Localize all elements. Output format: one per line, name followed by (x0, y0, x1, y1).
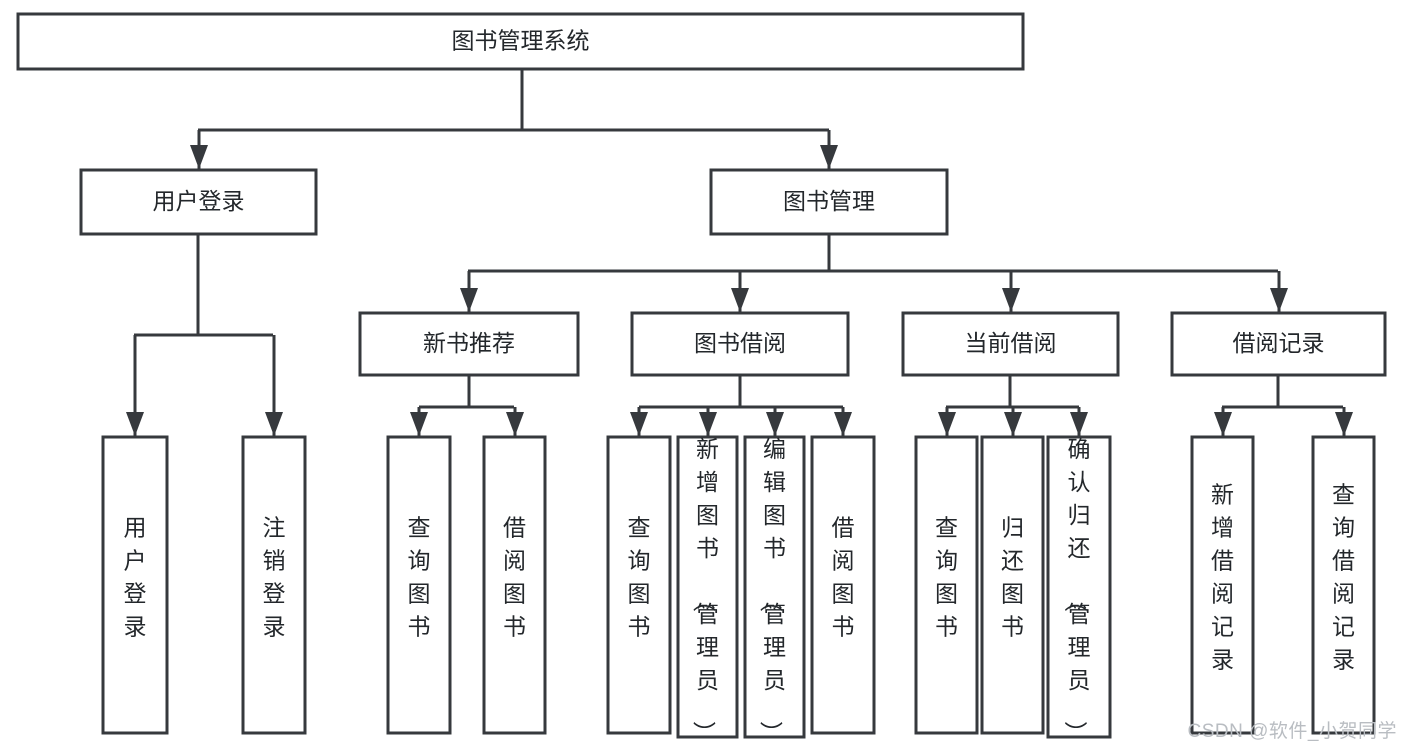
arrow-head-icon (630, 412, 648, 436)
node-label-leaf-edit-book: 编辑图书（管理员） (758, 436, 786, 744)
node-leaf-borrow-book-2[interactable]: 借阅图书 (810, 435, 876, 735)
arrow-head-icon (1004, 412, 1022, 436)
connector-bookmanage-to-level3 (460, 234, 1288, 312)
connector-recommend-to-leaves (410, 375, 524, 436)
node-box-leaf-query-book-1[interactable] (386, 435, 452, 735)
node-label-leaf-query-book-2: 查询图书 (628, 515, 651, 640)
node-borrow-record[interactable]: 借阅记录 (1170, 311, 1387, 377)
node-label-book-borrow: 图书借阅 (694, 330, 786, 356)
arrow-head-icon (126, 412, 144, 436)
connectors-layer (126, 69, 1353, 436)
connector-current-to-leaves (938, 375, 1088, 436)
node-label-root: 图书管理系统 (452, 28, 590, 54)
arrow-head-icon (190, 145, 208, 169)
node-box-leaf-logout[interactable] (241, 435, 307, 735)
node-box-leaf-borrow-book-2[interactable] (810, 435, 876, 735)
node-box-leaf-user-login[interactable] (101, 435, 169, 735)
node-leaf-return-book[interactable]: 归还图书 (980, 435, 1045, 735)
node-box-user-login[interactable] (79, 168, 318, 236)
arrow-head-icon (460, 288, 478, 312)
connector-borrow-to-leaves (630, 375, 852, 436)
arrow-head-icon (766, 412, 784, 436)
arrow-head-icon (1335, 412, 1353, 436)
node-user-login[interactable]: 用户登录 (79, 168, 318, 236)
node-label-leaf-borrow-book-2: 借阅图书 (832, 515, 855, 640)
node-leaf-borrow-book-1[interactable]: 借阅图书 (482, 435, 547, 735)
node-label-leaf-add-record: 新增借阅记录 (1211, 482, 1234, 673)
node-box-root[interactable] (16, 12, 1025, 71)
node-book-manage[interactable]: 图书管理 (709, 168, 949, 236)
node-box-leaf-borrow-book-1[interactable] (482, 435, 547, 735)
nodes-layer: 图书管理系统用户登录图书管理新书推荐图书借阅当前借阅借阅记录用户登录注销登录查询… (16, 12, 1387, 744)
node-leaf-query-book-3[interactable]: 查询图书 (914, 435, 979, 735)
node-label-leaf-confirm-return: 确认归还（管理员） (1063, 436, 1091, 744)
arrow-head-icon (1214, 412, 1232, 436)
arrow-head-icon (938, 412, 956, 436)
node-label-leaf-return-book: 归还图书 (1001, 515, 1024, 640)
node-leaf-confirm-return[interactable]: 确认归还（管理员） (1046, 435, 1112, 744)
connector-root-to-level2 (190, 69, 838, 169)
node-box-leaf-edit-book[interactable] (743, 435, 806, 739)
node-leaf-query-record[interactable]: 查询借阅记录 (1311, 435, 1376, 735)
arrow-head-icon (265, 412, 283, 436)
node-label-leaf-user-login: 用户登录 (124, 515, 147, 640)
node-label-leaf-borrow-book-1: 借阅图书 (503, 515, 526, 640)
node-box-leaf-query-book-3[interactable] (914, 435, 979, 735)
node-leaf-edit-book[interactable]: 编辑图书（管理员） (743, 435, 806, 744)
node-current-borrow[interactable]: 当前借阅 (901, 311, 1120, 377)
node-leaf-user-login[interactable]: 用户登录 (101, 435, 169, 735)
node-book-borrow[interactable]: 图书借阅 (630, 311, 850, 377)
node-box-leaf-return-book[interactable] (980, 435, 1045, 735)
arrow-head-icon (1270, 288, 1288, 312)
connector-userlogin-to-leaves (126, 234, 283, 436)
node-label-current-borrow: 当前借阅 (965, 330, 1057, 356)
node-label-user-login: 用户登录 (153, 188, 245, 214)
arrow-head-icon (699, 412, 717, 436)
arrow-head-icon (834, 412, 852, 436)
node-new-book-recommend[interactable]: 新书推荐 (358, 311, 580, 377)
node-box-leaf-query-book-2[interactable] (606, 435, 672, 735)
node-label-borrow-record: 借阅记录 (1233, 330, 1325, 356)
node-label-leaf-query-record: 查询借阅记录 (1332, 482, 1355, 673)
node-label-leaf-query-book-3: 查询图书 (935, 515, 958, 640)
node-label-new-book-recommend: 新书推荐 (423, 330, 515, 356)
node-leaf-query-book-2[interactable]: 查询图书 (606, 435, 672, 735)
node-leaf-add-book[interactable]: 新增图书（管理员） (676, 435, 739, 744)
node-leaf-logout[interactable]: 注销登录 (241, 435, 307, 735)
node-label-leaf-logout: 注销登录 (263, 515, 286, 640)
arrow-head-icon (506, 412, 524, 436)
node-box-current-borrow[interactable] (901, 311, 1120, 377)
node-box-book-manage[interactable] (709, 168, 949, 236)
arrow-head-icon (410, 412, 428, 436)
node-box-leaf-add-record[interactable] (1190, 435, 1255, 735)
arrow-head-icon (1070, 412, 1088, 436)
node-box-leaf-query-record[interactable] (1311, 435, 1376, 735)
node-box-borrow-record[interactable] (1170, 311, 1387, 377)
node-box-leaf-add-book[interactable] (676, 435, 739, 739)
node-label-book-manage: 图书管理 (783, 188, 875, 214)
node-box-new-book-recommend[interactable] (358, 311, 580, 377)
node-label-leaf-add-book: 新增图书（管理员） (691, 436, 719, 744)
node-leaf-add-record[interactable]: 新增借阅记录 (1190, 435, 1255, 735)
arrow-head-icon (820, 145, 838, 169)
arrow-head-icon (1002, 288, 1020, 312)
node-root[interactable]: 图书管理系统 (16, 12, 1025, 71)
connector-record-to-leaves (1214, 375, 1353, 436)
node-label-leaf-query-book-1: 查询图书 (408, 515, 431, 640)
node-box-book-borrow[interactable] (630, 311, 850, 377)
arrow-head-icon (731, 288, 749, 312)
node-leaf-query-book-1[interactable]: 查询图书 (386, 435, 452, 735)
node-box-leaf-confirm-return[interactable] (1046, 435, 1112, 739)
